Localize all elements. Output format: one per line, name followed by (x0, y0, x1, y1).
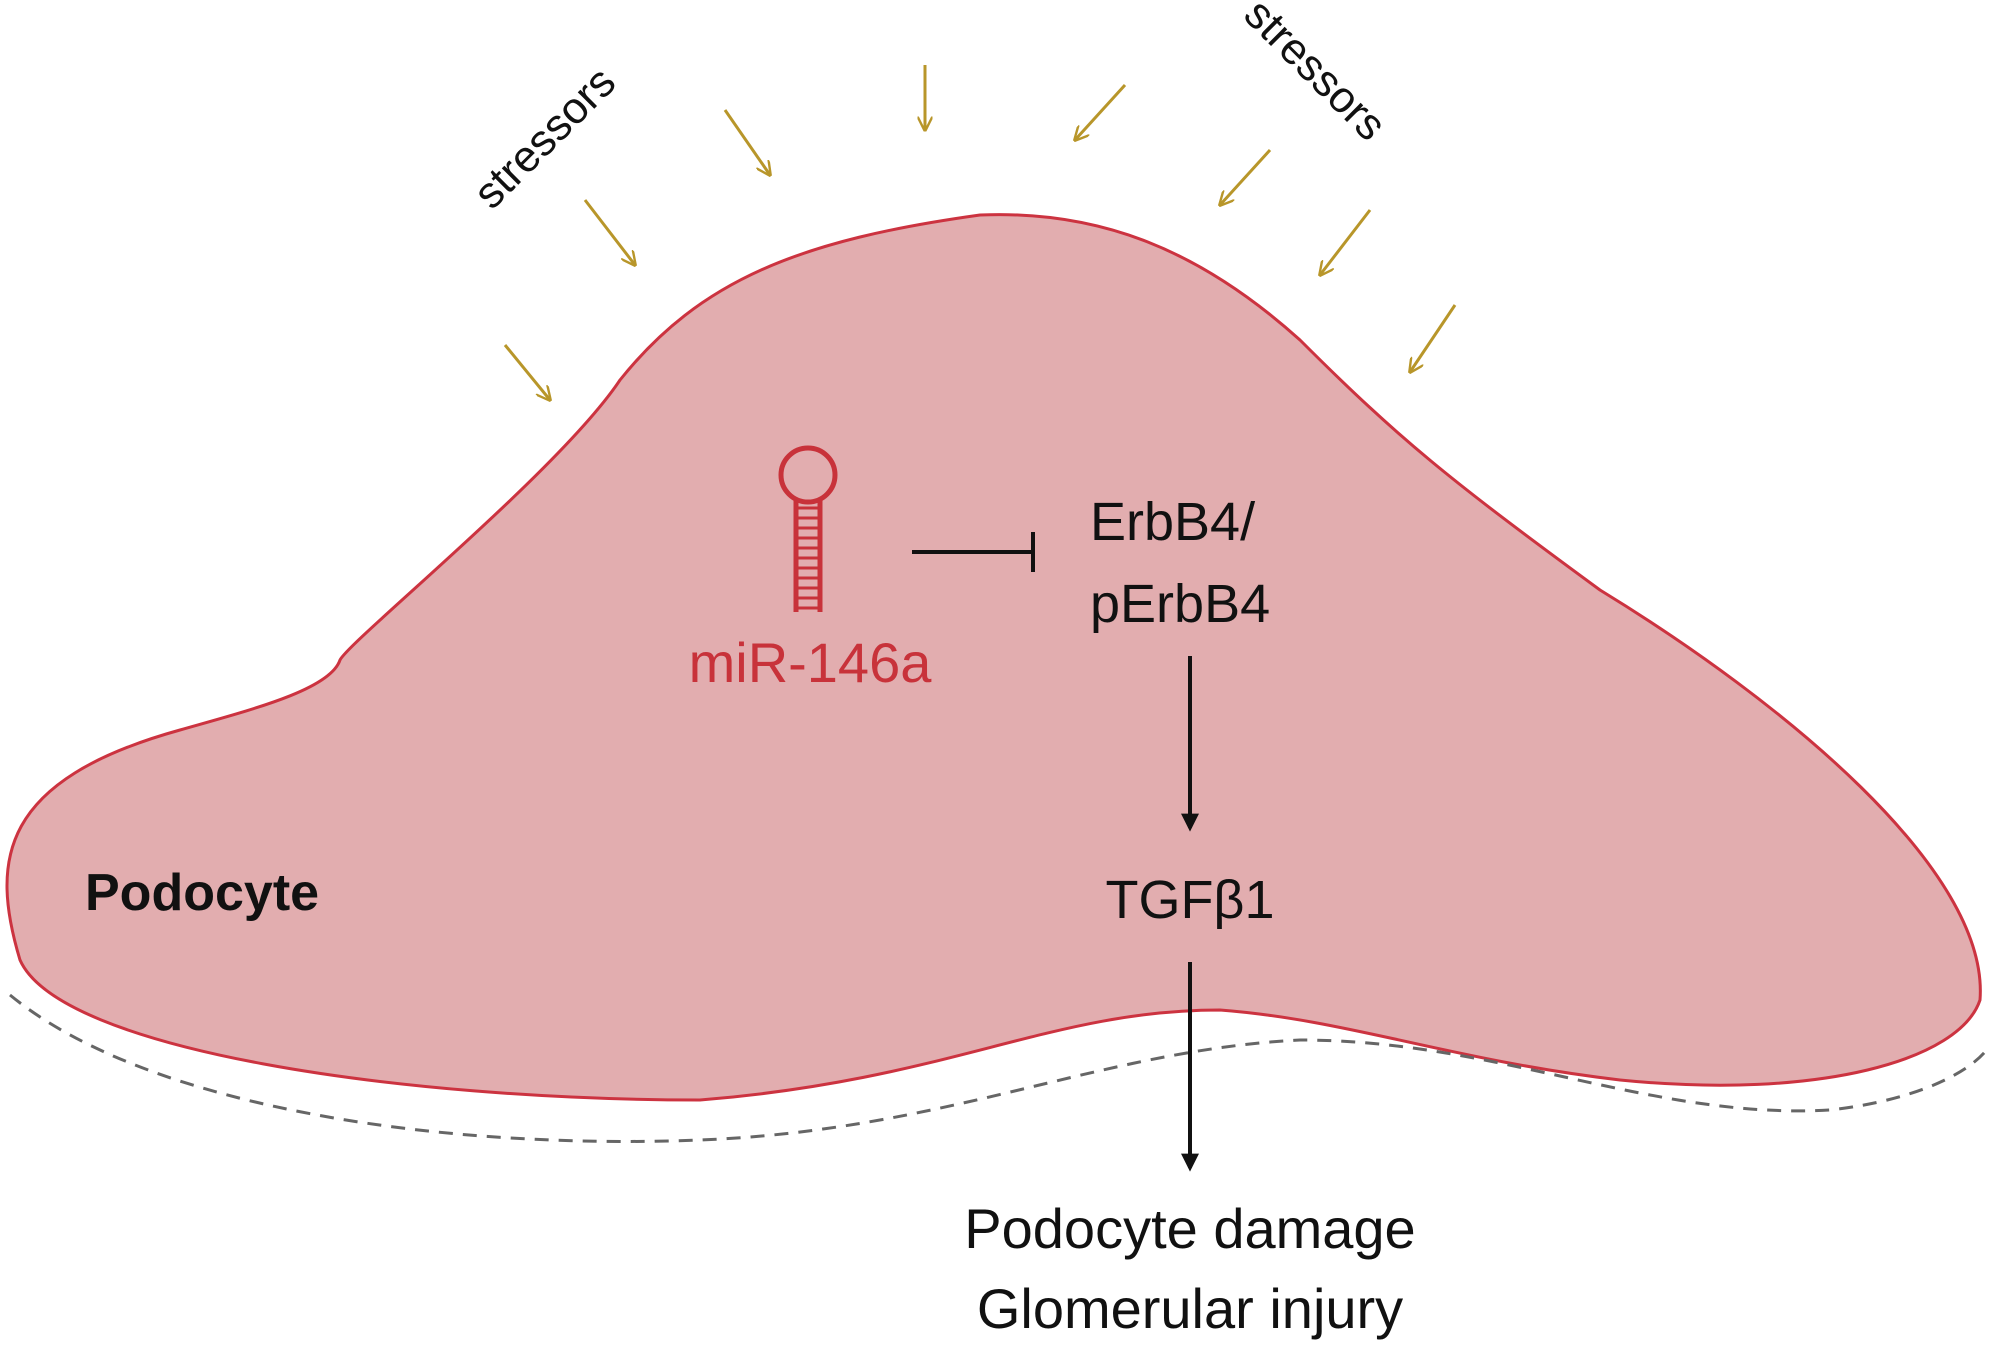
stress-arrow-icon (1410, 304, 1457, 372)
stressors-label-left: stressors (464, 57, 625, 218)
tgfb1-label: TGFβ1 (1105, 870, 1274, 930)
stress-arrow-icon (503, 344, 550, 400)
stress-arrow-icon (1075, 83, 1127, 140)
inhibition-t-bar-icon (912, 532, 1035, 572)
stress-arrow-icon (1320, 209, 1372, 275)
glomerular-injury-label: Glomerular injury (977, 1277, 1403, 1340)
podocyte-cell-body (5, 213, 1982, 1102)
podocyte-damage-label: Podocyte damage (964, 1197, 1415, 1260)
erbb4-label: ErbB4/ (1090, 492, 1255, 552)
basement-membrane-dashed-line (9, 993, 1992, 1143)
stressors-label-right: stressors (1235, 0, 1396, 150)
perbb4-label: pErbB4 (1090, 574, 1270, 634)
hairpin-rna-icon (778, 445, 838, 612)
stress-arrow-icon (723, 109, 770, 175)
stress-arrow-icon (1220, 148, 1272, 205)
stressor-arrows (503, 65, 1457, 400)
cell-label: Podocyte (85, 864, 319, 922)
stress-arrow-icon (583, 199, 635, 265)
mirna-label: miR-146a (689, 631, 933, 694)
